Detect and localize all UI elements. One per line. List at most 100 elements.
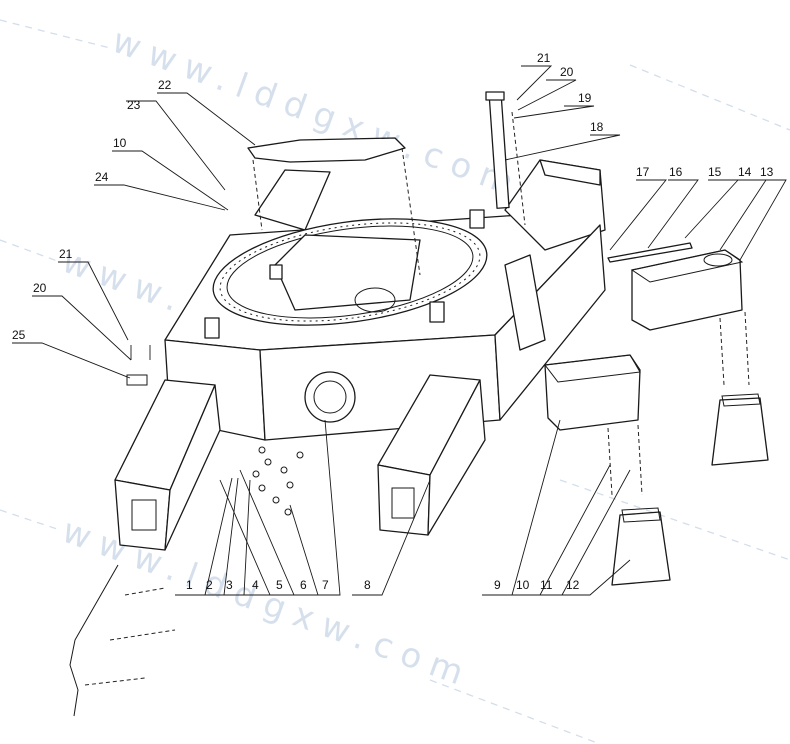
lug — [204, 317, 220, 339]
leader-21-left — [58, 261, 129, 341]
assembly-line — [607, 427, 613, 496]
assembly-line — [637, 424, 643, 496]
watermark-dash — [559, 479, 790, 561]
leader-24 — [94, 184, 226, 211]
leader-21-top — [516, 65, 553, 101]
leader-20-top — [517, 79, 577, 111]
bolt — [286, 481, 294, 489]
callout-1: 1 — [186, 578, 193, 592]
callout-10-bottom: 10 — [516, 578, 530, 592]
watermark-dash — [429, 679, 601, 744]
leader-19 — [513, 105, 595, 119]
leader-22 — [157, 92, 256, 146]
callout-24: 24 — [95, 170, 109, 184]
callout-16: 16 — [669, 165, 683, 179]
leader-15 — [684, 179, 740, 239]
callout-14: 14 — [738, 165, 752, 179]
callout-labels: 1 2 3 4 5 6 7 8 9 10 11 12 13 14 15 16 1… — [12, 51, 774, 592]
bolt — [280, 466, 288, 474]
callout-6: 6 — [300, 578, 307, 592]
upper-right-bracket-group — [607, 242, 750, 386]
lug — [429, 301, 445, 323]
watermark-dash — [629, 64, 790, 131]
callout-23: 23 — [127, 98, 141, 112]
leader-25 — [12, 342, 131, 379]
bolt — [284, 508, 292, 516]
frame-right-face — [494, 224, 606, 421]
lug — [469, 209, 485, 229]
leader-13 — [739, 179, 787, 261]
front-round-cover — [304, 371, 356, 423]
bolt — [296, 451, 304, 459]
leader-12 — [560, 559, 631, 596]
bolt — [258, 446, 266, 454]
bracket-9-top — [544, 354, 641, 383]
bracket-13-hole — [703, 253, 733, 267]
callout-17: 17 — [636, 165, 650, 179]
cover-plate — [247, 137, 406, 163]
assembly-line — [511, 111, 526, 226]
bracket-13 — [631, 249, 743, 331]
assembly-line — [84, 677, 146, 686]
side-plate-edge — [69, 564, 119, 717]
callout-7: 7 — [322, 578, 329, 592]
bolt — [258, 484, 266, 492]
left-beam-end — [114, 479, 171, 551]
callout-10-top: 10 — [113, 136, 127, 150]
lug — [269, 264, 283, 280]
callout-8: 8 — [364, 578, 371, 592]
slewing-ring-inner — [226, 225, 474, 319]
callout-12: 12 — [566, 578, 580, 592]
leader-10-bottom — [510, 464, 611, 596]
pin-head — [485, 91, 505, 101]
callout-25: 25 — [12, 328, 26, 342]
plate-25 — [126, 374, 148, 386]
jack-stand-upper-top — [721, 393, 761, 407]
bracket-9 — [544, 354, 641, 431]
left-beam-end-plate — [131, 499, 157, 531]
bolt-set-front — [252, 446, 304, 516]
callout-19: 19 — [578, 91, 592, 105]
bracket-13-top — [630, 249, 744, 283]
callout-11: 11 — [540, 578, 553, 592]
rear-left-beam — [254, 169, 331, 231]
callout-18: 18 — [590, 120, 604, 134]
front-round-cover-inner — [313, 380, 347, 414]
watermark-dash — [0, 509, 61, 531]
right-beam-end — [377, 464, 431, 536]
leader-9 — [482, 419, 561, 596]
callout-20-top: 20 — [560, 65, 574, 79]
callout-13: 13 — [760, 165, 774, 179]
side-plate-detail — [69, 564, 176, 717]
watermark-dash — [0, 239, 61, 263]
callout-2: 2 — [206, 578, 213, 592]
leader-23 — [126, 100, 226, 191]
callout-21-left: 21 — [59, 247, 73, 261]
assembly-line — [744, 311, 750, 386]
leader-17 — [609, 179, 667, 251]
leader-10-top — [112, 150, 229, 211]
callout-4: 4 — [252, 578, 259, 592]
bolt — [264, 458, 272, 466]
leader-8 — [352, 479, 431, 596]
assembly-line — [401, 147, 421, 276]
callout-leaders — [12, 65, 787, 596]
callout-9: 9 — [494, 578, 501, 592]
callout-3: 3 — [226, 578, 233, 592]
assembly-line — [109, 629, 176, 641]
center-pipe — [354, 287, 396, 313]
jack-stand-lower-top — [621, 507, 661, 523]
bolt — [272, 496, 280, 504]
callout-5: 5 — [276, 578, 283, 592]
jack-stand-upper — [711, 397, 769, 466]
leader-14 — [719, 179, 767, 251]
leader-20-left — [32, 295, 132, 361]
rear-right-beam-top — [539, 159, 601, 186]
center-opening — [274, 234, 421, 311]
callout-22: 22 — [158, 78, 172, 92]
main-frame — [114, 159, 606, 551]
leader-16 — [647, 179, 699, 249]
bolt — [252, 470, 260, 478]
assembly-line — [124, 587, 166, 596]
